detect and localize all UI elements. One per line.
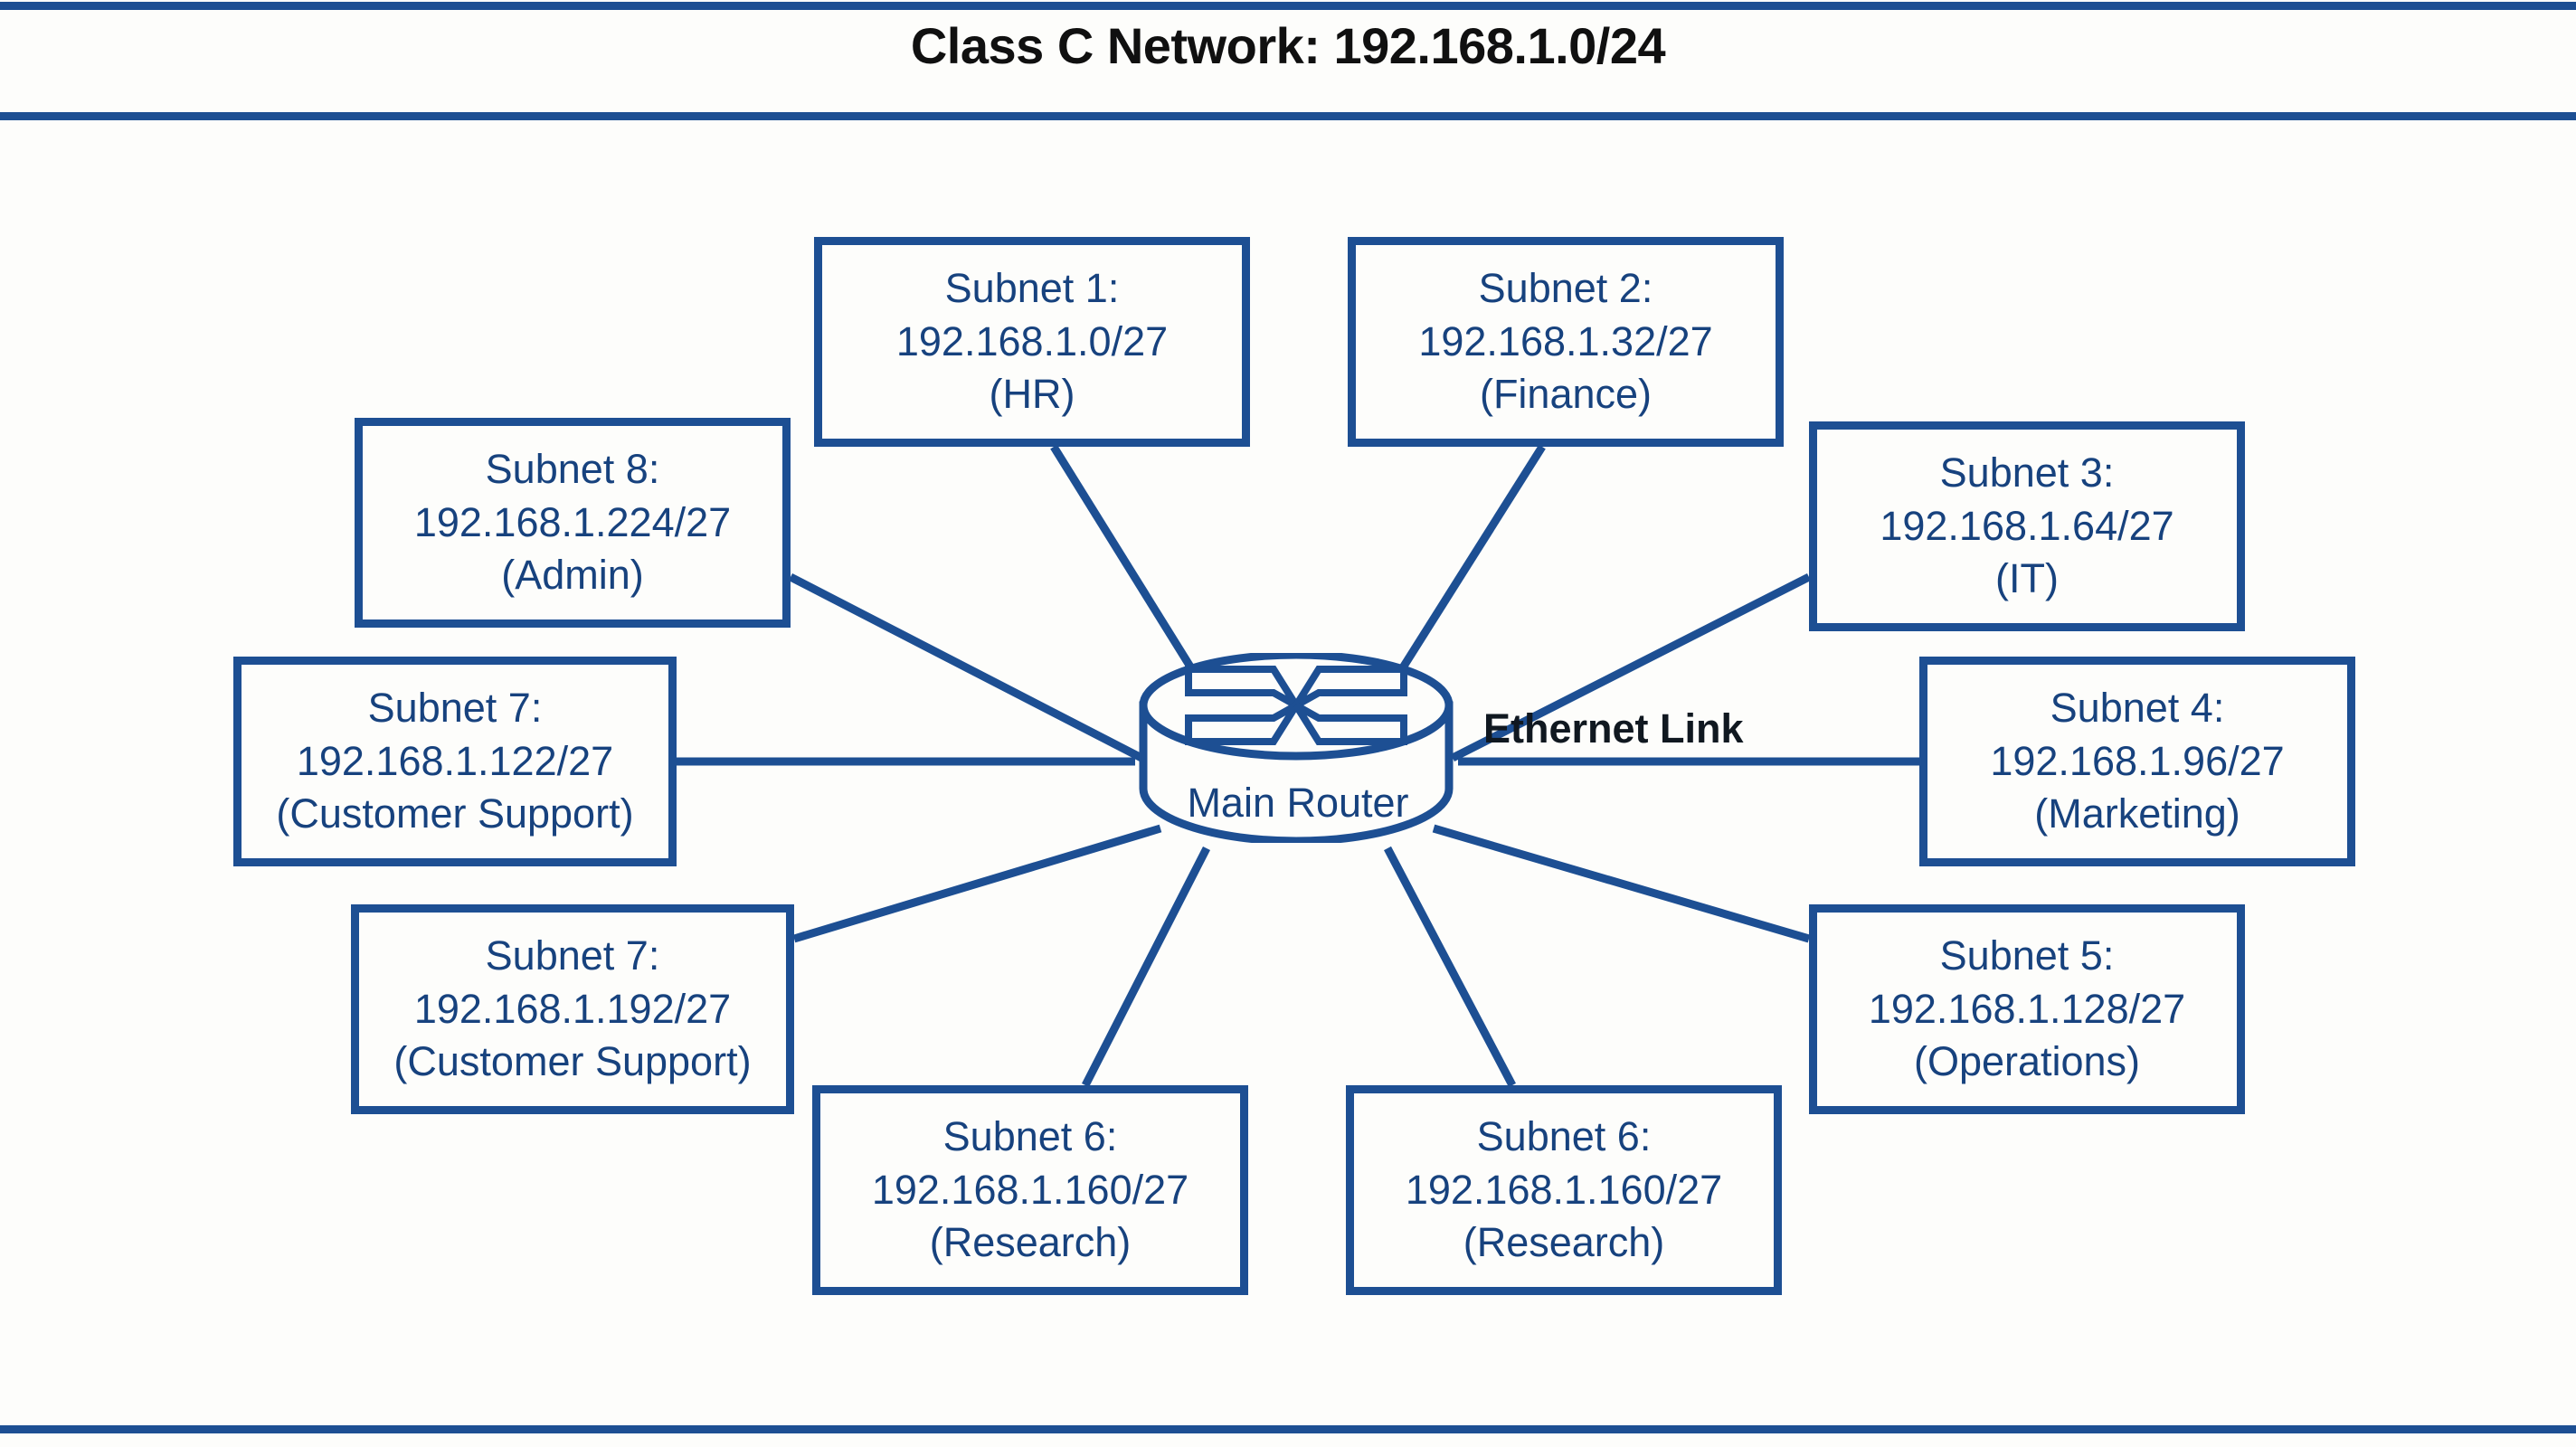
subnet-cidr: 192.168.1.96/27 (1990, 737, 2285, 784)
page-title: Class C Network: 192.168.1.0/24 (910, 17, 1666, 74)
subnet-name: Subnet 3: (1939, 449, 2115, 497)
router-icon (1139, 653, 1454, 843)
subnet-name: Subnet 6: (942, 1113, 1118, 1160)
subnet-box-subnet-7a[interactable]: Subnet 7: 192.168.1.122/27 (Customer Sup… (233, 657, 677, 866)
subnet-name: Subnet 7: (485, 932, 660, 979)
subnet-dept: (Marketing) (2034, 790, 2240, 837)
subnet-box-subnet-7b[interactable]: Subnet 7: 192.168.1.192/27 (Customer Sup… (351, 904, 794, 1114)
link-subnet-8 (788, 573, 1144, 761)
main-router-node[interactable] (1138, 653, 1454, 843)
subnet-cidr: 192.168.1.160/27 (1405, 1166, 1723, 1213)
link-subnet-5 (1432, 824, 1811, 943)
link-subnet-6a (1081, 846, 1211, 1088)
subnet-box-subnet-5[interactable]: Subnet 5: 192.168.1.128/27 (Operations) (1809, 904, 2245, 1114)
subnet-name: Subnet 5: (1939, 932, 2115, 979)
subnet-cidr: 192.168.1.0/27 (895, 317, 1169, 364)
ethernet-link-label: Ethernet Link (1483, 705, 1744, 752)
subnet-cidr: 192.168.1.128/27 (1868, 985, 2186, 1032)
subnet-name: Subnet 1: (944, 265, 1120, 312)
subnet-box-subnet-4[interactable]: Subnet 4: 192.168.1.96/27 (Marketing) (1919, 657, 2355, 866)
subnet-dept: (Research) (929, 1219, 1132, 1266)
link-subnet-3 (1450, 572, 1812, 762)
subnet-name: Subnet 2: (1478, 265, 1653, 312)
subnet-dept: (Operations) (1913, 1038, 2141, 1085)
header-rule-bottom (0, 112, 2576, 120)
subnet-name: Subnet 7: (367, 685, 543, 732)
subnet-box-subnet-6a[interactable]: Subnet 6: 192.168.1.160/27 (Research) (812, 1085, 1248, 1295)
subnet-dept: (Finance) (1479, 371, 1653, 418)
subnet-cidr: 192.168.1.224/27 (413, 498, 732, 545)
subnet-dept: (Customer Support) (393, 1038, 752, 1085)
subnet-cidr: 192.168.1.192/27 (413, 985, 732, 1032)
subnet-name: Subnet 8: (485, 446, 660, 493)
link-subnet-7b (792, 824, 1162, 943)
subnet-dept: (Research) (1463, 1219, 1665, 1266)
header-rule-top (0, 2, 2576, 10)
subnet-name: Subnet 6: (1476, 1113, 1652, 1160)
subnet-cidr: 192.168.1.64/27 (1880, 502, 2174, 549)
link-subnet-6b (1384, 846, 1516, 1088)
footer-rule (0, 1425, 2576, 1433)
subnet-dept: (Customer Support) (276, 790, 634, 837)
subnet-box-subnet-3[interactable]: Subnet 3: 192.168.1.64/27 (IT) (1809, 421, 2245, 631)
subnet-dept: (Admin) (501, 552, 644, 599)
subnet-box-subnet-6b[interactable]: Subnet 6: 192.168.1.160/27 (Research) (1346, 1085, 1782, 1295)
router-label: Main Router (1187, 780, 1409, 826)
subnet-box-subnet-1[interactable]: Subnet 1: 192.168.1.0/27 (HR) (814, 237, 1250, 447)
subnet-dept: (HR) (989, 371, 1075, 418)
subnet-dept: (IT) (1995, 555, 2059, 602)
subnet-cidr: 192.168.1.160/27 (871, 1166, 1189, 1213)
subnet-cidr: 192.168.1.122/27 (296, 737, 614, 784)
subnet-box-subnet-2[interactable]: Subnet 2: 192.168.1.32/27 (Finance) (1348, 237, 1784, 447)
subnet-box-subnet-8[interactable]: Subnet 8: 192.168.1.224/27 (Admin) (355, 418, 791, 628)
subnet-name: Subnet 4: (2050, 685, 2225, 732)
subnet-cidr: 192.168.1.32/27 (1418, 317, 1713, 364)
